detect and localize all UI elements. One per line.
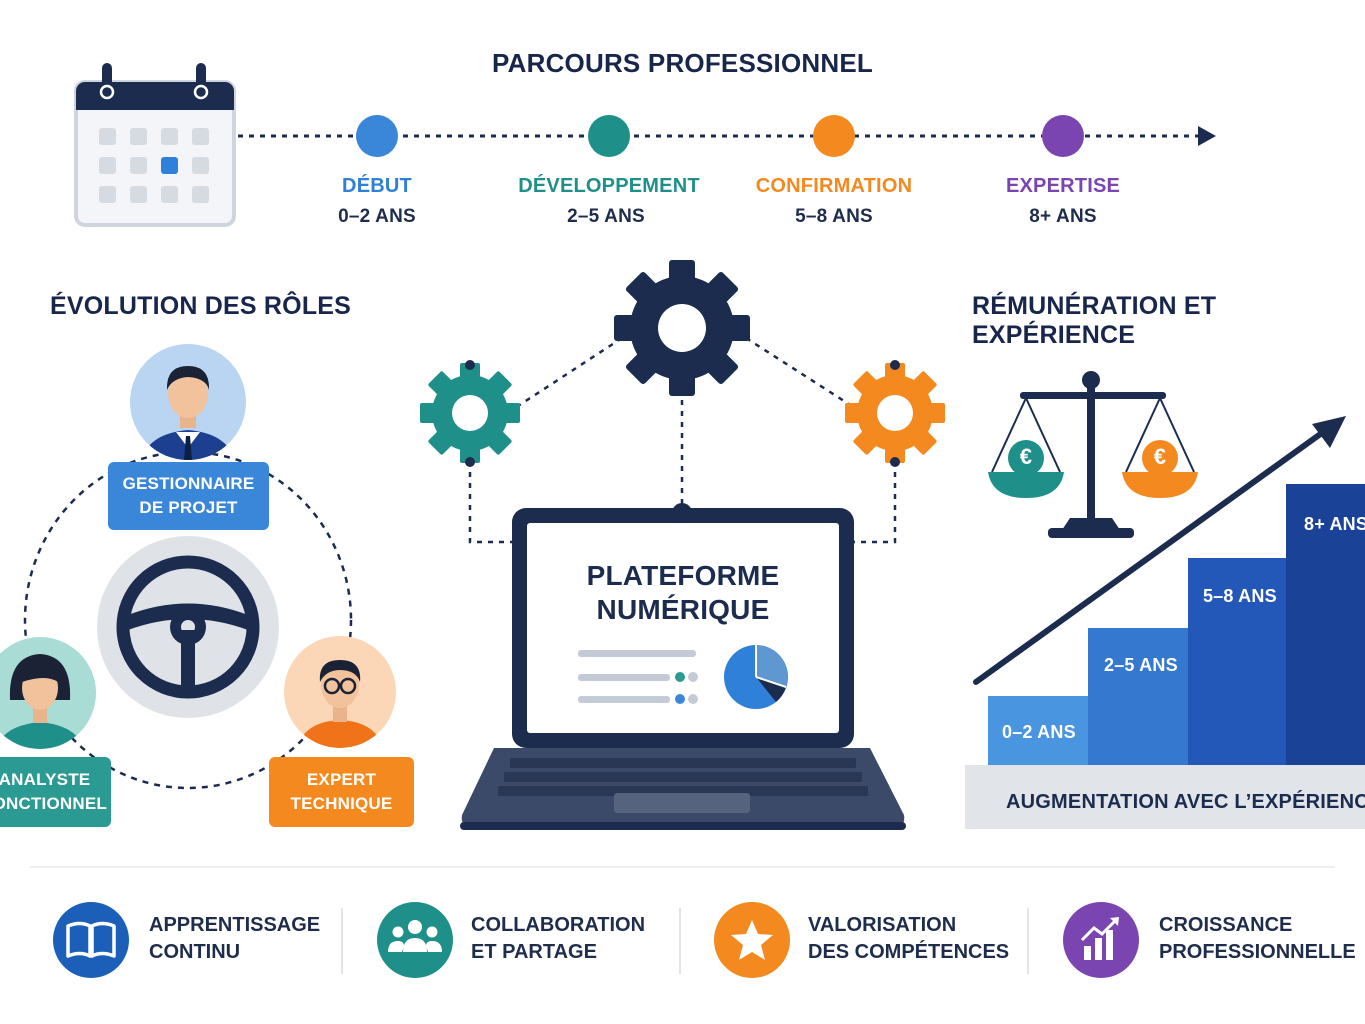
salary-bar-3-label: 5–8 ANS: [1203, 586, 1277, 606]
salary-bar-3: [1188, 558, 1290, 768]
scale-euro-left: €: [1019, 444, 1033, 469]
laptop-icon: [460, 503, 906, 830]
bars-base: [965, 765, 1365, 829]
feature-skills-text: VALORISATION DES COMPÉTENCES: [808, 912, 1009, 966]
stage-duration-debut: 0–2 ANS: [338, 206, 416, 227]
timeline-graphic: [74, 63, 1216, 227]
page-title: PARCOURS PROFESSIONNEL: [492, 48, 873, 78]
salary-bar-1-label: 0–2 ANS: [1002, 722, 1076, 742]
gear-teal-icon: [420, 363, 520, 463]
pie-chart-icon: [724, 645, 788, 709]
feature-collaboration-text: COLLABORATION ET PARTAGE: [471, 912, 645, 966]
avatar-analyst: [0, 637, 96, 749]
bars-base-label: AUGMENTATION AVEC L’EXPÉRIENCE: [1006, 791, 1365, 813]
stage-dot-confirmation: [813, 115, 855, 157]
roles-graphic: [0, 344, 396, 790]
feature-collaboration-line2: ET PARTAGE: [471, 941, 597, 963]
scale-euro-right: €: [1153, 444, 1167, 469]
feature-skills-line1: VALORISATION: [808, 914, 957, 936]
feature-growth-line2: PROFESSIONNELLE: [1159, 941, 1356, 963]
section-divider: [30, 866, 1335, 868]
stage-duration-confirmation: 5–8 ANS: [795, 206, 873, 227]
stage-name-expertise: EXPERTISE: [1005, 175, 1121, 197]
platform-graphic: [420, 260, 945, 830]
balance-scale-icon: [988, 371, 1198, 538]
stage-duration-developpement: 2–5 ANS: [567, 206, 645, 227]
gear-orange-icon: [845, 363, 945, 463]
stage-dot-developpement: [588, 115, 630, 157]
feature-growth-text: CROISSANCE PROFESSIONNELLE: [1159, 912, 1356, 966]
stage-name-confirmation: CONFIRMATION: [755, 175, 913, 197]
growth-chart-icon: [1063, 902, 1139, 978]
role-manager-line2: DE PROJET: [139, 498, 238, 517]
salary-bar-2: [1088, 628, 1190, 768]
feature-learning-text: APPRENTISSAGE CONTINU: [149, 912, 320, 966]
gear-large-icon: [614, 260, 750, 396]
platform-title-line2: NUMÉRIQUE: [596, 594, 770, 625]
feature-learning-line1: APPRENTISSAGE: [149, 914, 321, 936]
roles-title: ÉVOLUTION DES RÔLES: [50, 292, 352, 320]
role-box-analyst: ANALYSTE FONCTIONNEL: [0, 757, 111, 827]
screen-list-lines: [578, 650, 698, 704]
salary-bar-2-label: 2–5 ANS: [1104, 655, 1178, 675]
role-expert-line2: TECHNIQUE: [290, 794, 393, 813]
role-analyst-line1: ANALYSTE: [0, 770, 91, 789]
remuneration-graphic: [965, 371, 1365, 829]
remuneration-title: RÉMUNÉRATION ET EXPÉRIENCE: [972, 292, 1217, 349]
feature-growth-line1: CROISSANCE: [1159, 914, 1293, 936]
calendar-icon: [74, 63, 236, 227]
role-box-expert: EXPERT TECHNIQUE: [269, 757, 414, 827]
arrow-right-icon: [1198, 126, 1216, 146]
stage-dot-debut: [356, 115, 398, 157]
salary-bar-1: [988, 696, 1090, 768]
steering-wheel-icon: [97, 536, 279, 718]
role-analyst-line2: FONCTIONNEL: [0, 794, 107, 813]
feature-collaboration-line1: COLLABORATION: [471, 914, 646, 936]
book-icon: [53, 902, 129, 978]
stage-dot-expertise: [1042, 115, 1084, 157]
stage-name-developpement: DÉVELOPPEMENT: [518, 175, 700, 197]
salary-bar-4-label: 8+ ANS: [1304, 514, 1365, 534]
feature-skills-line2: DES COMPÉTENCES: [808, 941, 1010, 963]
arrow-up-right-icon: [1312, 416, 1346, 448]
stage-duration-expertise: 8+ ANS: [1029, 206, 1097, 227]
feature-learning-line2: CONTINU: [149, 941, 241, 963]
role-box-manager: GESTIONNAIRE DE PROJET: [108, 462, 269, 530]
star-icon: [714, 902, 790, 978]
stage-name-debut: DÉBUT: [342, 175, 412, 197]
people-group-icon: [377, 902, 453, 978]
avatar-expert: [284, 636, 396, 748]
role-manager-line1: GESTIONNAIRE: [122, 474, 255, 493]
platform-title-line1: PLATEFORME: [586, 560, 780, 591]
role-expert-line1: EXPERT: [306, 770, 377, 789]
salary-bar-4: [1286, 484, 1365, 768]
features-icons: [53, 902, 1139, 978]
avatar-manager: [130, 344, 246, 460]
